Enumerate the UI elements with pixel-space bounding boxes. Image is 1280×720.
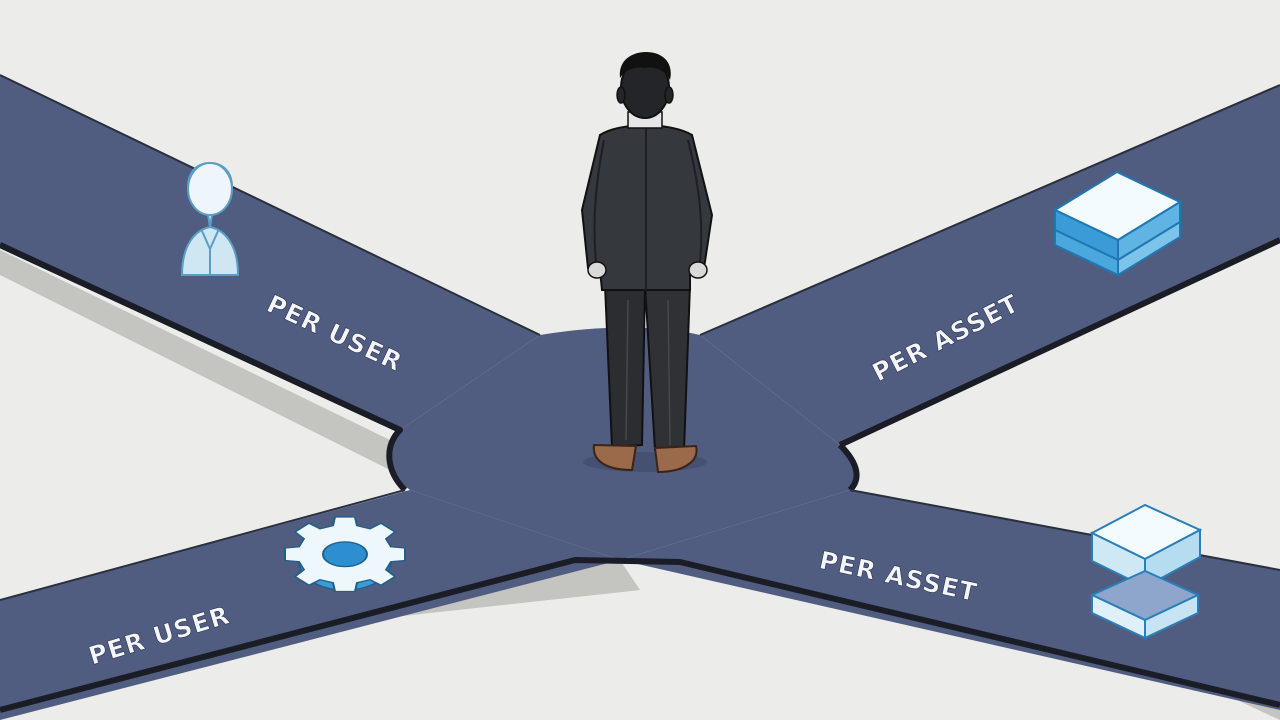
road-upper-left — [0, 75, 540, 430]
businessman-figure — [580, 52, 714, 474]
user-icon — [180, 161, 240, 276]
road-lower-left — [0, 490, 620, 720]
road-network — [0, 74, 1280, 720]
road-upper-right — [700, 85, 1280, 445]
stacked-box-icon — [1052, 170, 1183, 277]
gear-icon — [284, 516, 406, 593]
split-box-icon — [1089, 503, 1203, 640]
